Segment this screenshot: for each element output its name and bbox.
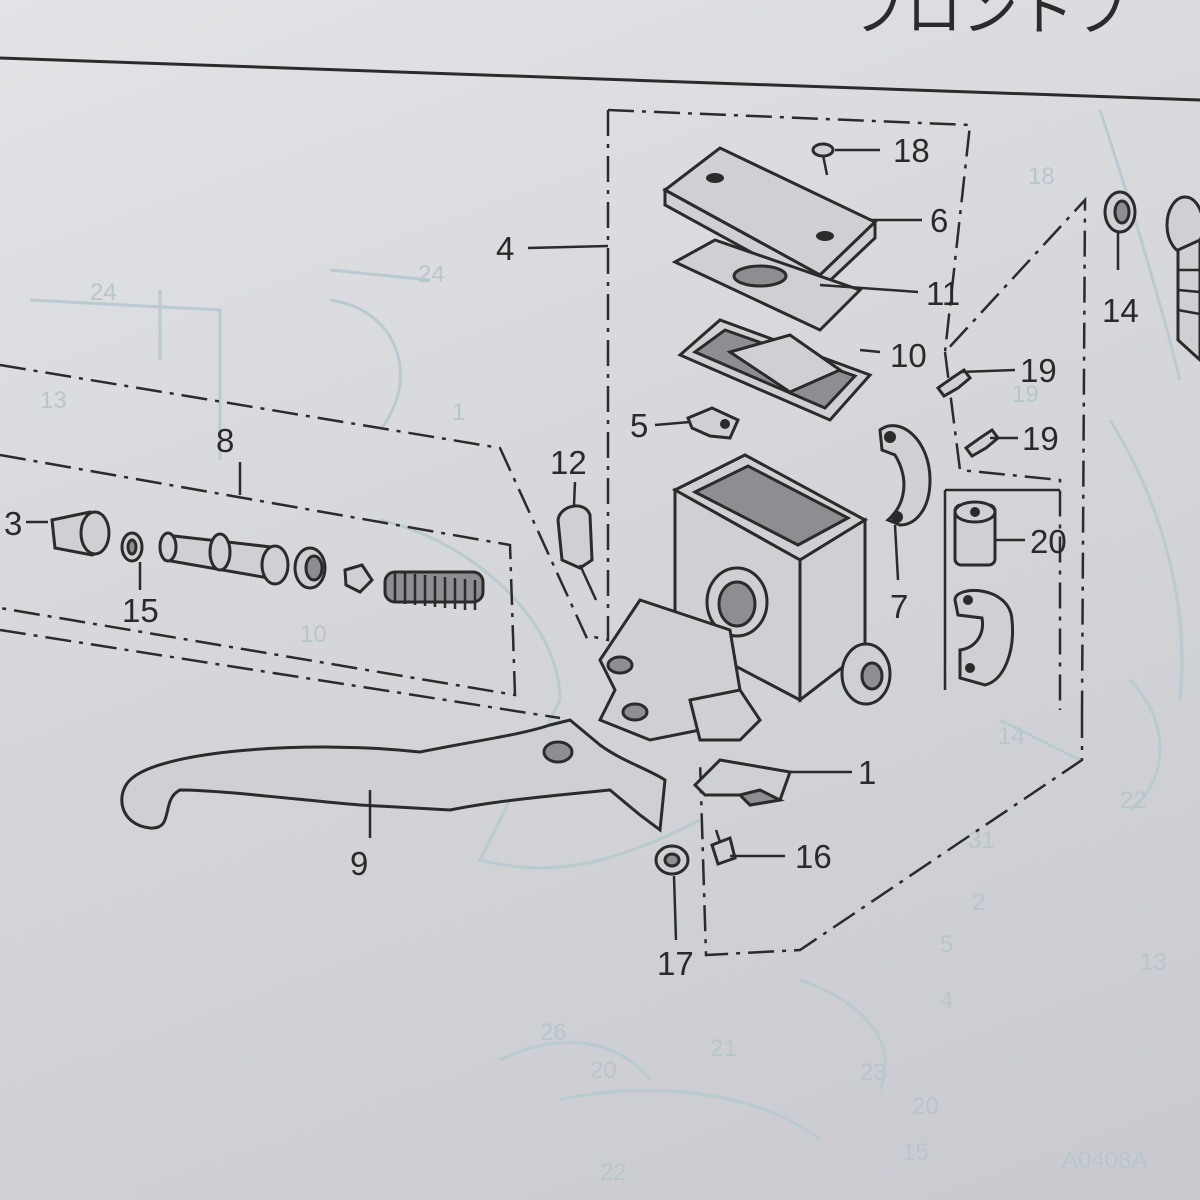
callout-1: 1: [858, 754, 876, 791]
ghost-label: 13: [1140, 949, 1167, 976]
callout-14: 14: [1102, 292, 1139, 329]
lever-pivot-bolt: [556, 504, 598, 601]
diagram-code: A0408A: [1062, 1147, 1147, 1174]
callout-12: 12: [550, 444, 587, 481]
callout-15: 15: [122, 592, 159, 629]
header-rule: [0, 56, 1200, 102]
callout-11: 9: [350, 845, 368, 882]
diaphragm: [677, 318, 873, 422]
assembly-outlines: [0, 108, 1087, 957]
piston-kit-box: [0, 453, 517, 697]
ghost-label: 10: [300, 621, 327, 648]
piston: [158, 531, 290, 586]
primary-cup: [293, 546, 327, 590]
ghost-label: 24: [418, 261, 445, 288]
ghost-label: 5: [940, 931, 953, 958]
ghost-label: 22: [600, 1159, 627, 1186]
front-stop-switch: [692, 758, 793, 807]
callout-17: 16: [795, 838, 832, 875]
circlip: [120, 531, 144, 563]
brake-hose: [1165, 195, 1200, 363]
ghost-label: 1: [452, 399, 465, 426]
callout-8: 10: [890, 337, 927, 374]
spring-seat: [343, 563, 374, 594]
diaphragm-plate: [671, 238, 863, 332]
lever-group-outline: [0, 628, 561, 720]
switch-screw: [710, 829, 737, 866]
ghost-label: 21: [710, 1035, 737, 1062]
callout-20: 20: [1030, 523, 1067, 560]
pivot-nut: [654, 844, 690, 876]
ghost-label: 24: [90, 279, 117, 306]
brake-light-switch: [953, 500, 1015, 687]
callout-7: 7: [890, 588, 908, 625]
bleed-through-diagram: 24 24 13 10 1 18 19 14 22 31 2 5 4 13 26…: [29, 109, 1184, 1186]
holder-group-outline: [943, 351, 1062, 710]
handlebar-holder: [878, 424, 932, 527]
ghost-label: 2: [972, 889, 985, 916]
page-title: フロントブ: [850, 0, 1130, 44]
ghost-label: 4: [940, 987, 953, 1014]
lower-group-outline: [698, 712, 1084, 957]
master-cylinder-group-left-outline: [584, 110, 610, 642]
sealing-washer: [1103, 190, 1137, 234]
ghost-label: 19: [1012, 381, 1039, 408]
ghost-label: 14: [998, 723, 1025, 750]
callout-4: 4: [496, 230, 514, 267]
cap-screw: [811, 142, 835, 176]
holder-bolts: [935, 367, 1001, 458]
ghost-label: 18: [1028, 163, 1055, 190]
callout-9: 11: [926, 275, 960, 312]
reservoir-float: [686, 406, 740, 440]
brake-lever: [120, 718, 667, 833]
return-spring: [383, 570, 485, 610]
callout-16: 18: [893, 132, 930, 169]
ghost-label: 23: [860, 1059, 887, 1086]
ghost-label: 22: [1120, 787, 1147, 814]
callout-19b: 19: [1022, 420, 1059, 457]
ghost-label: 26: [540, 1019, 567, 1046]
callout-19a: 19: [1020, 352, 1057, 389]
callout-10: 8: [216, 422, 234, 459]
master-cylinder-body: [597, 453, 892, 742]
ghost-label: 31: [968, 827, 995, 854]
ghost-label: 20: [912, 1093, 939, 1120]
piston-boot: [50, 510, 111, 557]
ghost-label: 15: [902, 1139, 929, 1166]
callout-18: 17: [657, 945, 694, 982]
callout-6: 6: [930, 202, 948, 239]
piston-kit-top-outline: [0, 363, 592, 646]
page-header: フロントブ: [0, 0, 1200, 102]
leader-lines: [26, 148, 1120, 941]
callout-5: 5: [630, 407, 648, 444]
ghost-label: 13: [40, 387, 67, 414]
callout-3: 3: [4, 505, 22, 542]
callout-labels: 18 6 11 10 19 19 20 7 14 4 5 12 8 3 15 9…: [4, 132, 1139, 982]
master-cylinder-group-outline: [607, 108, 1087, 713]
ghost-label: 20: [590, 1057, 617, 1084]
